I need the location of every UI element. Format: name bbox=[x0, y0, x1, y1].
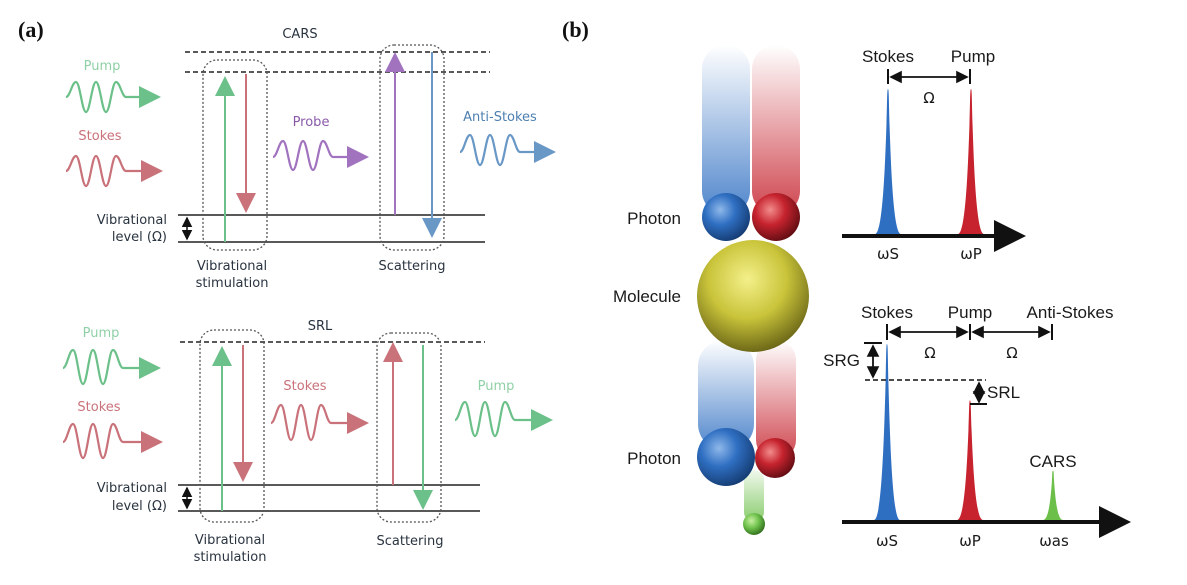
omega-label: Ω bbox=[923, 89, 934, 107]
probe-label: Probe bbox=[293, 115, 330, 130]
panel-b-label: (b) bbox=[562, 17, 589, 42]
srg-label: SRG bbox=[823, 351, 860, 370]
pump-photon-top bbox=[752, 193, 800, 241]
stokes-wave-icon bbox=[62, 422, 163, 460]
molecule-sphere bbox=[697, 240, 809, 352]
omega-p-axis-label: ωP bbox=[959, 532, 981, 550]
pump-header: Pump bbox=[951, 47, 995, 66]
box2-label: Scattering bbox=[376, 534, 443, 549]
stokes-middle-label: Stokes bbox=[283, 379, 326, 394]
pump-peak bbox=[957, 400, 983, 520]
stokes-middle-wave-icon bbox=[270, 403, 369, 442]
cars-diagram: CARS Vibrational level (Ω) Pump Stokes V… bbox=[65, 27, 556, 291]
stokes-wave-icon bbox=[65, 154, 163, 188]
molecule-label: Molecule bbox=[613, 287, 681, 306]
level-label-2: level (Ω) bbox=[112, 499, 167, 514]
pump-wave-icon bbox=[62, 348, 161, 386]
pump-photon-bottom bbox=[755, 438, 795, 478]
anti-stokes-label: Anti-Stokes bbox=[463, 110, 537, 125]
pump-wave-icon bbox=[65, 80, 161, 114]
stokes-peak bbox=[874, 344, 900, 520]
anti-stokes-photon-trail bbox=[744, 470, 764, 522]
panel-a-label: (a) bbox=[18, 17, 44, 42]
omega-as-axis-label: ωas bbox=[1039, 532, 1069, 550]
vibrational-stimulation-box bbox=[202, 59, 268, 251]
pump-label: Pump bbox=[84, 59, 121, 74]
pump-header: Pump bbox=[948, 303, 992, 322]
box1-label-2: stimulation bbox=[194, 550, 267, 565]
pump-label: Pump bbox=[83, 326, 120, 341]
box1-label-1: Vibrational bbox=[197, 259, 267, 274]
srl-label: SRL bbox=[987, 383, 1020, 402]
anti-stokes-header: Anti-Stokes bbox=[1027, 303, 1114, 322]
pump-output-label: Pump bbox=[478, 379, 515, 394]
stokes-label: Stokes bbox=[77, 400, 120, 415]
anti-stokes-wave-icon bbox=[459, 133, 556, 167]
spectrum-top: Stokes Pump Ω ωS ωP bbox=[842, 47, 1026, 263]
photon-molecule-illustration: Photon Molecule Photon bbox=[613, 45, 809, 535]
stokes-label: Stokes bbox=[78, 129, 121, 144]
cars-title: CARS bbox=[282, 27, 317, 42]
omega-s-axis-label: ωS bbox=[876, 532, 898, 550]
box1-label-1: Vibrational bbox=[195, 533, 265, 548]
stokes-header: Stokes bbox=[862, 47, 914, 66]
level-label-1: Vibrational bbox=[97, 481, 167, 496]
stokes-header: Stokes bbox=[861, 303, 913, 322]
scattering-box bbox=[379, 44, 445, 251]
omega-label-1: Ω bbox=[924, 344, 935, 362]
pump-photon-trail-bottom bbox=[756, 340, 796, 460]
level-label-2: level (Ω) bbox=[112, 230, 167, 245]
photon-top-label: Photon bbox=[627, 209, 681, 228]
srl-title: SRL bbox=[308, 319, 333, 334]
probe-wave-icon bbox=[272, 139, 369, 172]
vibrational-stimulation-box bbox=[199, 329, 265, 523]
stokes-photon-trail-bottom bbox=[698, 340, 754, 450]
pump-output-wave-icon bbox=[454, 400, 553, 438]
box1-label-2: stimulation bbox=[196, 276, 269, 291]
stokes-photon-trail-top bbox=[702, 45, 750, 215]
photon-bottom-label: Photon bbox=[627, 449, 681, 468]
srl-diagram: SRL Vibrational level (Ω) Pump Stokes Vi… bbox=[62, 319, 553, 565]
omega-s-axis-label: ωS bbox=[877, 245, 899, 263]
omega-p-axis-label: ωP bbox=[960, 245, 982, 263]
cars-label: CARS bbox=[1029, 452, 1076, 471]
omega-label-2: Ω bbox=[1006, 344, 1017, 362]
cars-peak bbox=[1043, 470, 1063, 520]
scattering-box bbox=[376, 332, 442, 523]
pump-photon-trail-top bbox=[752, 45, 800, 215]
stokes-photon-top bbox=[702, 193, 750, 241]
stokes-peak bbox=[875, 89, 901, 234]
spectrum-bottom: Stokes Pump Anti-Stokes Ω Ω SRG SRL CARS… bbox=[823, 303, 1131, 550]
pump-peak bbox=[958, 89, 984, 234]
stokes-photon-bottom bbox=[697, 428, 755, 486]
box2-label: Scattering bbox=[378, 259, 445, 274]
level-label-1: Vibrational bbox=[97, 213, 167, 228]
anti-stokes-photon bbox=[743, 513, 765, 535]
